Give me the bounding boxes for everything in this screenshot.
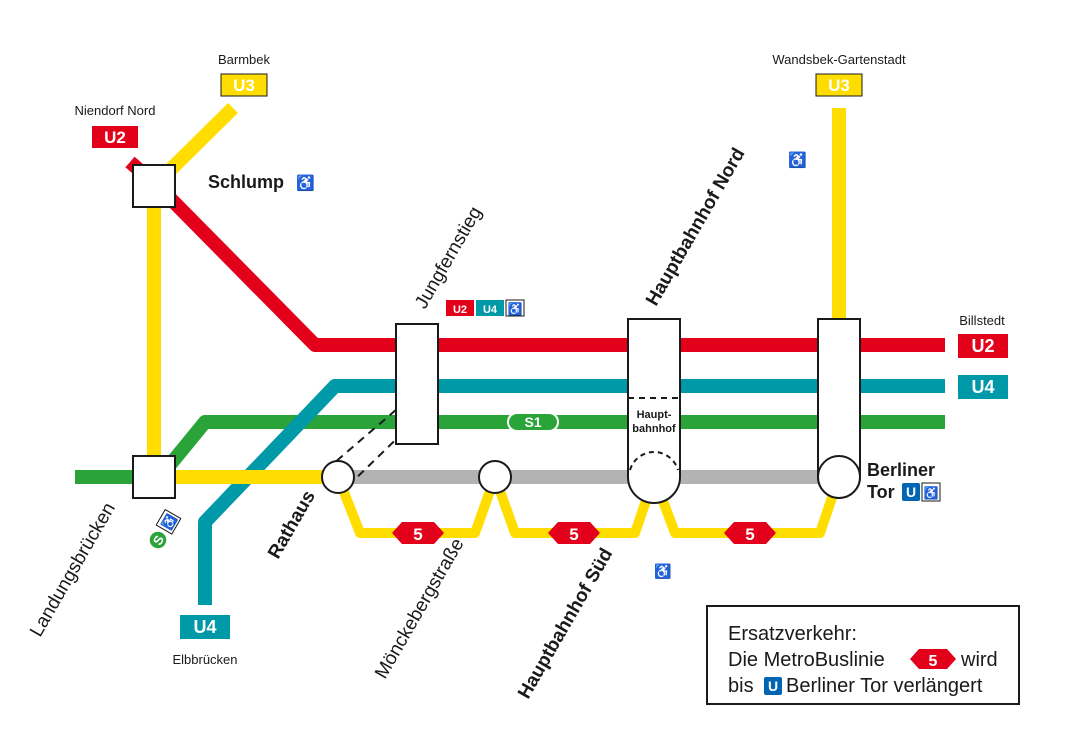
svg-text:U2: U2 xyxy=(971,336,994,356)
legend-u-badge xyxy=(764,677,782,695)
wheelchair-icon: ♿ xyxy=(788,151,807,169)
station-label-hauptbahnhof-nord: Hauptbahnhof Nord xyxy=(642,145,749,310)
terminal-elbbruecken: Elbbrücken xyxy=(172,652,237,667)
station-label-rathaus: Rathaus xyxy=(264,487,320,562)
badge-u2-billstedt: U2 xyxy=(958,334,1008,358)
badge-group-jungfernstieg: U2 U4 ♿ xyxy=(446,299,525,317)
svg-text:5: 5 xyxy=(929,653,938,670)
terminal-niendorf-nord: Niendorf Nord xyxy=(75,103,156,118)
station-label-jungfernstieg: Jungfernstieg xyxy=(411,203,486,312)
svg-text:U2: U2 xyxy=(104,128,126,147)
badge-bus5-1: 5 xyxy=(392,522,444,544)
svg-text:U3: U3 xyxy=(233,76,255,95)
dashed-connector-rathaus xyxy=(325,402,419,487)
svg-text:U3: U3 xyxy=(828,76,850,95)
wheelchair-icon: ♿ xyxy=(654,563,671,580)
wheelchair-icon: ♿ xyxy=(160,512,180,532)
u-bahn-icon: U xyxy=(768,678,778,694)
legend-line-3b: Berliner Tor verlängert xyxy=(786,675,983,697)
station-label-hauptbahnhof-sued: Hauptbahnhof Süd xyxy=(514,545,617,703)
landungsbruecken-icons: S ♿ xyxy=(148,508,182,550)
berliner-tor-icons: U ♿ xyxy=(902,482,941,502)
station-jungfernstieg xyxy=(395,323,439,445)
station-berliner-tor-circle xyxy=(817,455,861,499)
wheelchair-icon: ♿ xyxy=(508,302,523,316)
svg-text:U4: U4 xyxy=(483,304,498,316)
station-moenckebergstrasse xyxy=(478,460,512,494)
wheelchair-icon: ♿ xyxy=(296,174,315,192)
badge-bus5-3: 5 xyxy=(724,522,776,544)
svg-text:U4: U4 xyxy=(193,617,216,637)
legend-box: Ersatzverkehr: Die MetroBuslinie 5 wird … xyxy=(706,605,1020,705)
badge-u4-east: U4 xyxy=(958,375,1008,399)
svg-text:S1: S1 xyxy=(524,414,541,430)
svg-text:5: 5 xyxy=(745,525,754,544)
legend-line-3a: bis xyxy=(728,675,754,697)
legend-line-2a: Die MetroBuslinie xyxy=(728,649,885,671)
station-label-landungsbruecken: Landungsbrücken xyxy=(26,499,120,640)
station-label-berliner-tor-2: Tor xyxy=(867,482,895,502)
station-label-hauptbahnhof-inner-1: Haupt- xyxy=(637,409,672,421)
terminal-wandsbek-gartenstadt: Wandsbek-Gartenstadt xyxy=(772,52,906,67)
svg-text:5: 5 xyxy=(413,525,422,544)
station-label-schlump: Schlump xyxy=(208,172,284,192)
station-rathaus xyxy=(321,460,355,494)
station-label-berliner-tor-1: Berliner xyxy=(867,460,935,480)
u-bahn-icon: U xyxy=(906,484,916,500)
station-landungsbruecken xyxy=(132,455,176,499)
terminal-barmbek: Barmbek xyxy=(218,52,271,67)
badge-u3-wandsbek: U3 xyxy=(815,73,863,97)
svg-text:5: 5 xyxy=(569,525,578,544)
line-s1 xyxy=(75,415,945,484)
badge-u3-barmbek: U3 xyxy=(220,73,268,97)
legend-bus5-badge: 5 xyxy=(910,649,956,670)
hauptbahnhof-sued-dash xyxy=(629,451,679,471)
terminal-billstedt: Billstedt xyxy=(959,313,1005,328)
station-schlump xyxy=(132,164,176,208)
wheelchair-icon: ♿ xyxy=(924,486,939,500)
badge-u4-elbbruecken: U4 xyxy=(180,615,230,639)
legend-line-1: Ersatzverkehr: xyxy=(728,623,857,645)
legend-line-2b: wird xyxy=(960,649,998,671)
station-hauptbahnhof xyxy=(627,318,681,504)
svg-text:U4: U4 xyxy=(971,377,994,397)
svg-text:U2: U2 xyxy=(453,304,467,316)
badge-u2-niendorf: U2 xyxy=(92,126,138,148)
station-label-hauptbahnhof-inner-2: bahnhof xyxy=(632,423,676,435)
station-label-moenckebergstrasse: Mönckebergstraße xyxy=(371,535,468,683)
badge-bus5-2: 5 xyxy=(548,522,600,544)
badge-s1: S1 xyxy=(507,412,559,432)
